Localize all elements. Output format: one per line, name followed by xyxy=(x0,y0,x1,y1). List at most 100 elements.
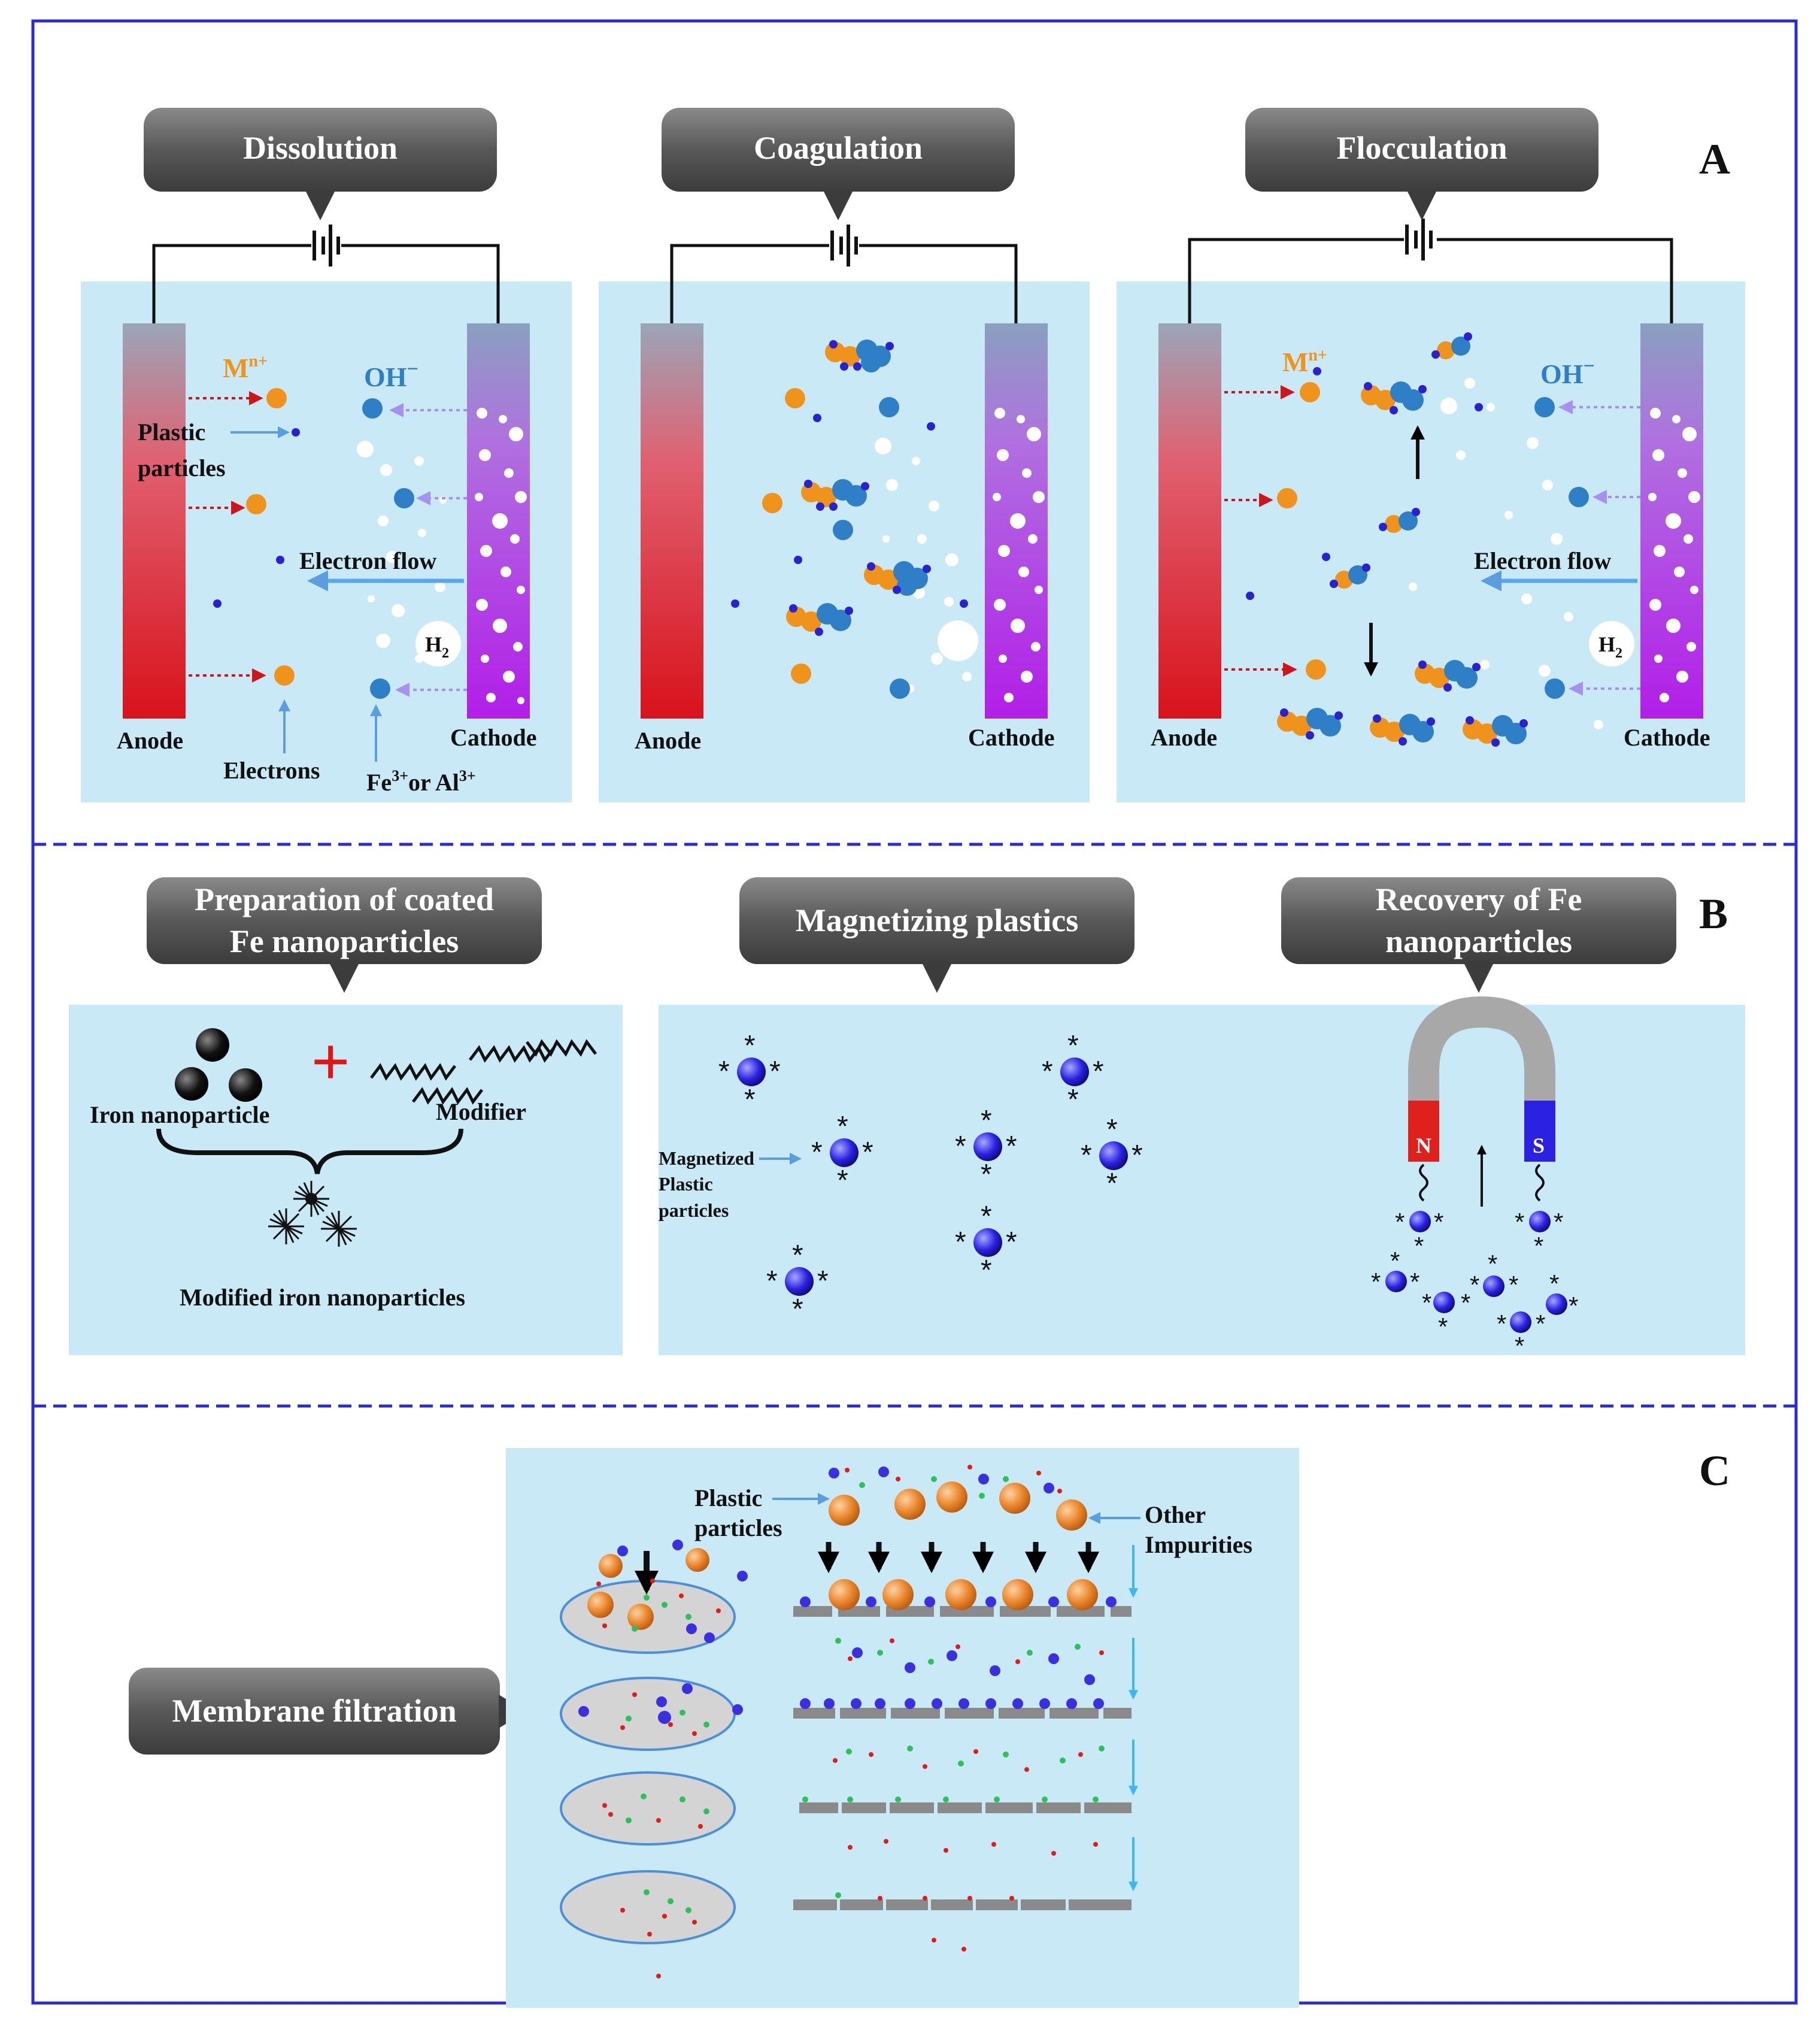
svg-text:*: * xyxy=(792,1293,803,1325)
svg-text:*: * xyxy=(744,1030,756,1062)
svg-text:*: * xyxy=(981,1105,992,1137)
cell-preparation: Preparation of coated Fe nanoparticles +… xyxy=(69,877,623,1355)
fe-al-label: Fe3+or Al3+ xyxy=(366,767,476,796)
svg-text:*: * xyxy=(1106,1114,1118,1146)
tab-coagulation-label: Coagulation xyxy=(754,130,923,166)
water-tank xyxy=(69,1005,623,1355)
svg-text:*: * xyxy=(955,1226,966,1258)
floc-cluster xyxy=(1361,381,1427,414)
floc-cluster xyxy=(1370,714,1435,746)
metal-ion xyxy=(266,388,287,408)
magnet-north-label: N xyxy=(1416,1134,1431,1158)
tab-coagulation: Coagulation xyxy=(662,108,1015,220)
tab-recovery-label-2: nanoparticles xyxy=(1385,923,1572,959)
svg-text:*: * xyxy=(1395,1208,1405,1236)
panel-label-c: C xyxy=(1699,1447,1730,1495)
svg-text:*: * xyxy=(1549,1269,1559,1298)
membrane-pores xyxy=(832,1606,1111,1910)
gas-bubbles xyxy=(1409,378,1603,729)
modified-core xyxy=(305,1193,317,1205)
metal-ion xyxy=(1277,488,1297,508)
svg-text:*: * xyxy=(1515,1332,1524,1360)
water-tank xyxy=(659,1005,1224,1355)
svg-text:*: * xyxy=(955,1131,966,1162)
field-lines xyxy=(1419,1163,1545,1202)
svg-text:*: * xyxy=(1006,1131,1017,1162)
tab-magnetizing: Magnetizing plastics xyxy=(739,877,1135,993)
plastic-particle xyxy=(276,556,284,564)
battery-icon xyxy=(830,225,858,266)
cathode-label: Cathode xyxy=(1624,724,1710,751)
circuit-wire xyxy=(152,244,500,323)
svg-text:*: * xyxy=(1093,1056,1104,1087)
svg-text:*: * xyxy=(744,1084,756,1116)
floc-cluster xyxy=(1463,715,1528,747)
svg-text:*: * xyxy=(1509,1271,1518,1299)
battery-icon xyxy=(313,225,340,266)
floc-cluster xyxy=(801,479,869,511)
modifier-label: Modifier xyxy=(436,1098,526,1125)
layer-impurities-blue xyxy=(800,1466,1117,1709)
magnetized-label: Magnetized xyxy=(659,1147,754,1169)
svg-text:*: * xyxy=(792,1240,803,1271)
floc-cluster xyxy=(1379,508,1420,533)
hydroxide-ion xyxy=(394,488,414,508)
iron-nanoparticle-icon xyxy=(175,1028,262,1102)
cathode-label: Cathode xyxy=(968,724,1054,751)
disc-impurities-green xyxy=(626,1595,709,1913)
svg-text:*: * xyxy=(1515,1208,1524,1236)
svg-text:*: * xyxy=(1470,1271,1479,1299)
circuit-wire xyxy=(670,244,1018,323)
hydroxide-ion xyxy=(362,398,383,419)
svg-text:*: * xyxy=(1081,1140,1092,1171)
scattered-ions xyxy=(731,388,968,699)
svg-text:*: * xyxy=(1132,1140,1143,1171)
membrane-layers xyxy=(793,1606,1132,1910)
plastic-particle xyxy=(213,599,222,608)
cell-membrane: Plastic particles Other Impurities xyxy=(506,1448,1299,2008)
gas-bubbles xyxy=(875,438,978,693)
disc-impurities-red xyxy=(596,1578,721,1978)
down-arrows xyxy=(818,1542,1099,1574)
cell-coagulation: Coagulation xyxy=(599,108,1090,802)
cell-recovery: Recovery of Fe nanoparticles N S N S ***… xyxy=(1215,877,1745,1360)
cathode-bubbles xyxy=(993,408,1045,702)
anode-label: Anode xyxy=(635,727,701,754)
svg-text:*: * xyxy=(981,1159,992,1190)
magnet-south-pole xyxy=(1524,1126,1555,1162)
cathode-label: Cathode xyxy=(450,724,536,751)
panel-label-a: A xyxy=(1699,135,1730,183)
svg-text:*: * xyxy=(1067,1030,1079,1062)
tab-dissolution: Dissolution xyxy=(144,108,497,220)
attracted-stars: *** *** *** *** *** *** ** xyxy=(1371,1208,1578,1360)
magnet-south-label: S xyxy=(1533,1134,1545,1158)
svg-text:*: * xyxy=(1497,1310,1506,1338)
hydrogen-bubble xyxy=(415,621,461,666)
cell-flocculation: Flocculation Mn+ OH− Electron flow H2 xyxy=(1117,108,1745,802)
hydrogen-bubble xyxy=(1589,621,1634,666)
svg-text:*: * xyxy=(811,1137,823,1168)
svg-text:*: * xyxy=(1536,1310,1545,1338)
svg-text:*: * xyxy=(1390,1247,1400,1275)
anode-electrode xyxy=(123,323,186,719)
svg-text:*: * xyxy=(1534,1232,1543,1260)
tab-recovery: Recovery of Fe nanoparticles xyxy=(1281,877,1676,993)
metal-ion-label: Mn+ xyxy=(1282,346,1327,377)
floc-cluster xyxy=(1277,708,1343,740)
magnetized-label: particles xyxy=(659,1199,729,1221)
cell-magnetizing: Magnetizing plastics **** **** **** ****… xyxy=(659,877,1224,1355)
hydroxide-ion xyxy=(370,678,390,699)
tab-flocculation: Flocculation xyxy=(1245,108,1598,220)
magnetized-label: Plastic xyxy=(659,1173,713,1195)
metal-ion xyxy=(1306,659,1326,680)
battery-icon xyxy=(1405,219,1433,260)
plastic-particles-label: particles xyxy=(694,1514,782,1541)
floc-cluster xyxy=(825,340,894,372)
plastic-particle xyxy=(292,428,300,437)
metal-ion xyxy=(1300,382,1320,402)
panel-label-b: B xyxy=(1699,890,1728,938)
water-tank xyxy=(1215,1005,1745,1355)
modifier-icon xyxy=(370,1039,597,1105)
svg-text:*: * xyxy=(1422,1289,1431,1317)
svg-text:*: * xyxy=(862,1137,873,1168)
